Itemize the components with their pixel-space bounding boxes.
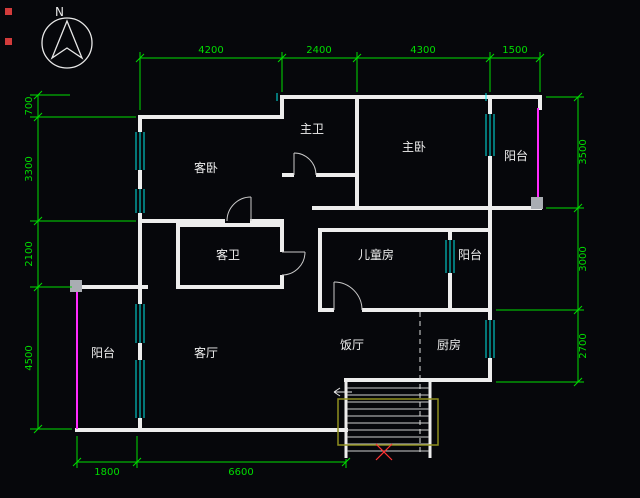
red-marker-icon — [5, 38, 12, 45]
windows — [135, 93, 495, 418]
room-label-guest-bath: 客卫 — [216, 247, 240, 262]
dim-bottom-2: 6600 — [228, 467, 253, 478]
window-icon — [135, 189, 145, 213]
room-label-living-room: 客厅 — [194, 345, 218, 360]
dim-left-1: 700 — [24, 96, 35, 115]
dim-top-3: 4300 — [410, 45, 435, 56]
dim-right-2: 3000 — [578, 246, 589, 271]
room-label-master-bath: 主卫 — [300, 122, 324, 136]
walls — [75, 95, 542, 432]
room-label-balcony-right: 阳台 — [504, 148, 528, 163]
edge-markers — [5, 8, 12, 45]
compass-circle-icon — [41, 17, 93, 69]
dim-bottom-1: 1800 — [94, 467, 119, 478]
stair-break-cross-icon — [375, 443, 393, 461]
compass-north-label: N — [55, 5, 64, 19]
dim-top-4: 1500 — [502, 45, 527, 56]
door-arc-icon — [226, 196, 252, 222]
room-label-balcony-mid: 阳台 — [458, 247, 482, 262]
dim-left-3: 2100 — [24, 241, 35, 266]
room-label-guest-bedroom: 客卧 — [194, 160, 218, 175]
window-icon — [485, 320, 495, 358]
north-compass — [41, 17, 93, 69]
room-label-kids-room: 儿童房 — [358, 247, 394, 262]
dimension-labels: 4200 2400 4300 1500 700 3300 2100 4500 3… — [24, 45, 589, 478]
staircase — [333, 312, 439, 461]
column-marker — [531, 197, 543, 209]
stair-handrail — [337, 398, 439, 446]
room-label-dining-room: 饭厅 — [340, 338, 364, 352]
door-arc-icon — [293, 152, 317, 176]
door-swings — [226, 152, 363, 311]
room-label-kitchen: 厨房 — [437, 337, 461, 352]
dim-top-1: 4200 — [198, 45, 223, 56]
window-icon — [135, 360, 145, 418]
stair-steps — [347, 387, 429, 452]
dim-left-4: 4500 — [24, 345, 35, 370]
north-arrow-icon — [50, 19, 84, 60]
window-icon — [135, 304, 145, 343]
dim-right-3: 2700 — [578, 333, 589, 358]
dimension-lines — [30, 52, 584, 468]
door-arc-icon — [281, 251, 306, 276]
dim-top-2: 2400 — [306, 45, 331, 56]
window-icon — [135, 132, 145, 170]
balcony-rails — [70, 108, 543, 429]
room-label-master-bedroom: 主卧 — [402, 140, 426, 154]
column-marker — [70, 280, 82, 292]
dim-left-2: 3300 — [24, 156, 35, 181]
stair-direction-arrow-icon — [333, 387, 352, 397]
room-labels: 客卧 主卫 主卧 阳台 客卫 儿童房 阳台 客厅 阳台 饭厅 厨房 — [91, 122, 528, 360]
door-arc-icon — [333, 281, 363, 311]
room-label-balcony-left: 阳台 — [91, 345, 115, 360]
dim-right-1: 3500 — [578, 139, 589, 164]
red-marker-icon — [5, 8, 12, 15]
window-icon — [445, 240, 455, 273]
window-icon — [485, 114, 495, 156]
